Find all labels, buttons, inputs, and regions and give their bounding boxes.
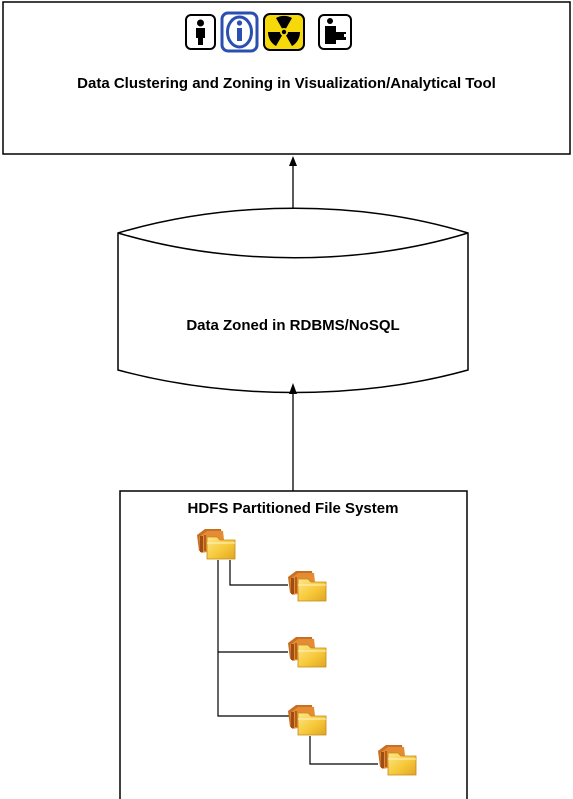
folder-tree-lines <box>217 560 378 765</box>
person-icon <box>185 14 216 50</box>
hdfs-title: HDFS Partitioned File System <box>188 500 399 517</box>
database-label: Data Zoned in RDBMS/NoSQL <box>186 317 399 334</box>
security-camera-icon <box>318 14 352 50</box>
database-cylinder <box>117 207 469 394</box>
info-icon <box>220 11 259 53</box>
radiation-icon <box>263 13 305 51</box>
tool-box-title: Data Clustering and Zoning in Visualizat… <box>77 75 496 92</box>
